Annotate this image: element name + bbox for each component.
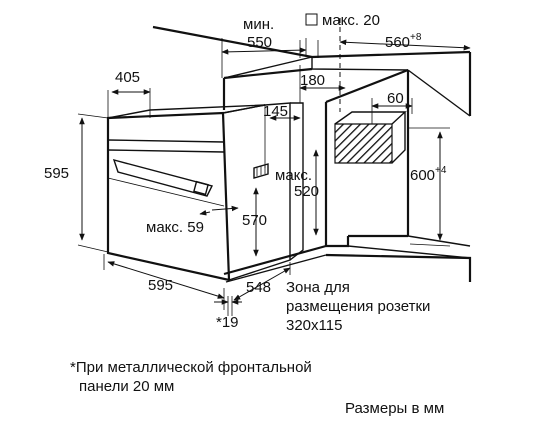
socket-zone-line3: 320x115	[286, 317, 343, 334]
label-180: 180	[300, 72, 325, 89]
socket-zone-line1: Зона для	[286, 279, 350, 296]
label-560-main: 560	[385, 34, 410, 51]
label-550: 550	[247, 34, 272, 51]
label-600-sup: +4	[435, 165, 447, 176]
footnote-line2: панели 20 мм	[79, 378, 175, 395]
label-595-left: 595	[44, 165, 69, 182]
label-520: 520	[294, 183, 319, 200]
cabinet-niche	[152, 25, 472, 283]
socket-zone-caption: Зона для размещения розетки 320x115	[286, 278, 430, 335]
label-560-sup: +8	[410, 32, 422, 43]
label-405: 405	[115, 69, 140, 86]
footnote: *При металлической фронтальной панели 20…	[70, 358, 312, 396]
label-max20: макс. 20	[322, 12, 380, 29]
label-max59: макс. 59	[146, 219, 204, 236]
label-star19: *19	[216, 314, 239, 331]
oven	[106, 102, 304, 282]
label-570: 570	[242, 212, 267, 229]
socket-zone-line2: размещения розетки	[286, 298, 431, 315]
label-min: мин.	[243, 16, 274, 33]
label-560: 560+8	[385, 32, 422, 51]
label-600-main: 600	[410, 167, 435, 184]
units-note: Размеры в мм	[345, 400, 445, 417]
footnote-line1: *При металлической фронтальной	[70, 359, 312, 376]
label-548: 548	[246, 279, 271, 296]
socket-zone-area	[334, 111, 407, 164]
label-595-bottom: 595	[148, 277, 173, 294]
label-600: 600+4	[410, 165, 447, 184]
label-145: 145	[263, 103, 288, 120]
label-max-520: макс.	[275, 167, 312, 184]
label-60: 60	[387, 90, 404, 107]
max20-square-icon	[305, 13, 318, 26]
dimension-labels: мин. макс. 20 550 560+8 405 180 60 145 5…	[44, 12, 447, 331]
dimension-lines	[77, 18, 471, 316]
